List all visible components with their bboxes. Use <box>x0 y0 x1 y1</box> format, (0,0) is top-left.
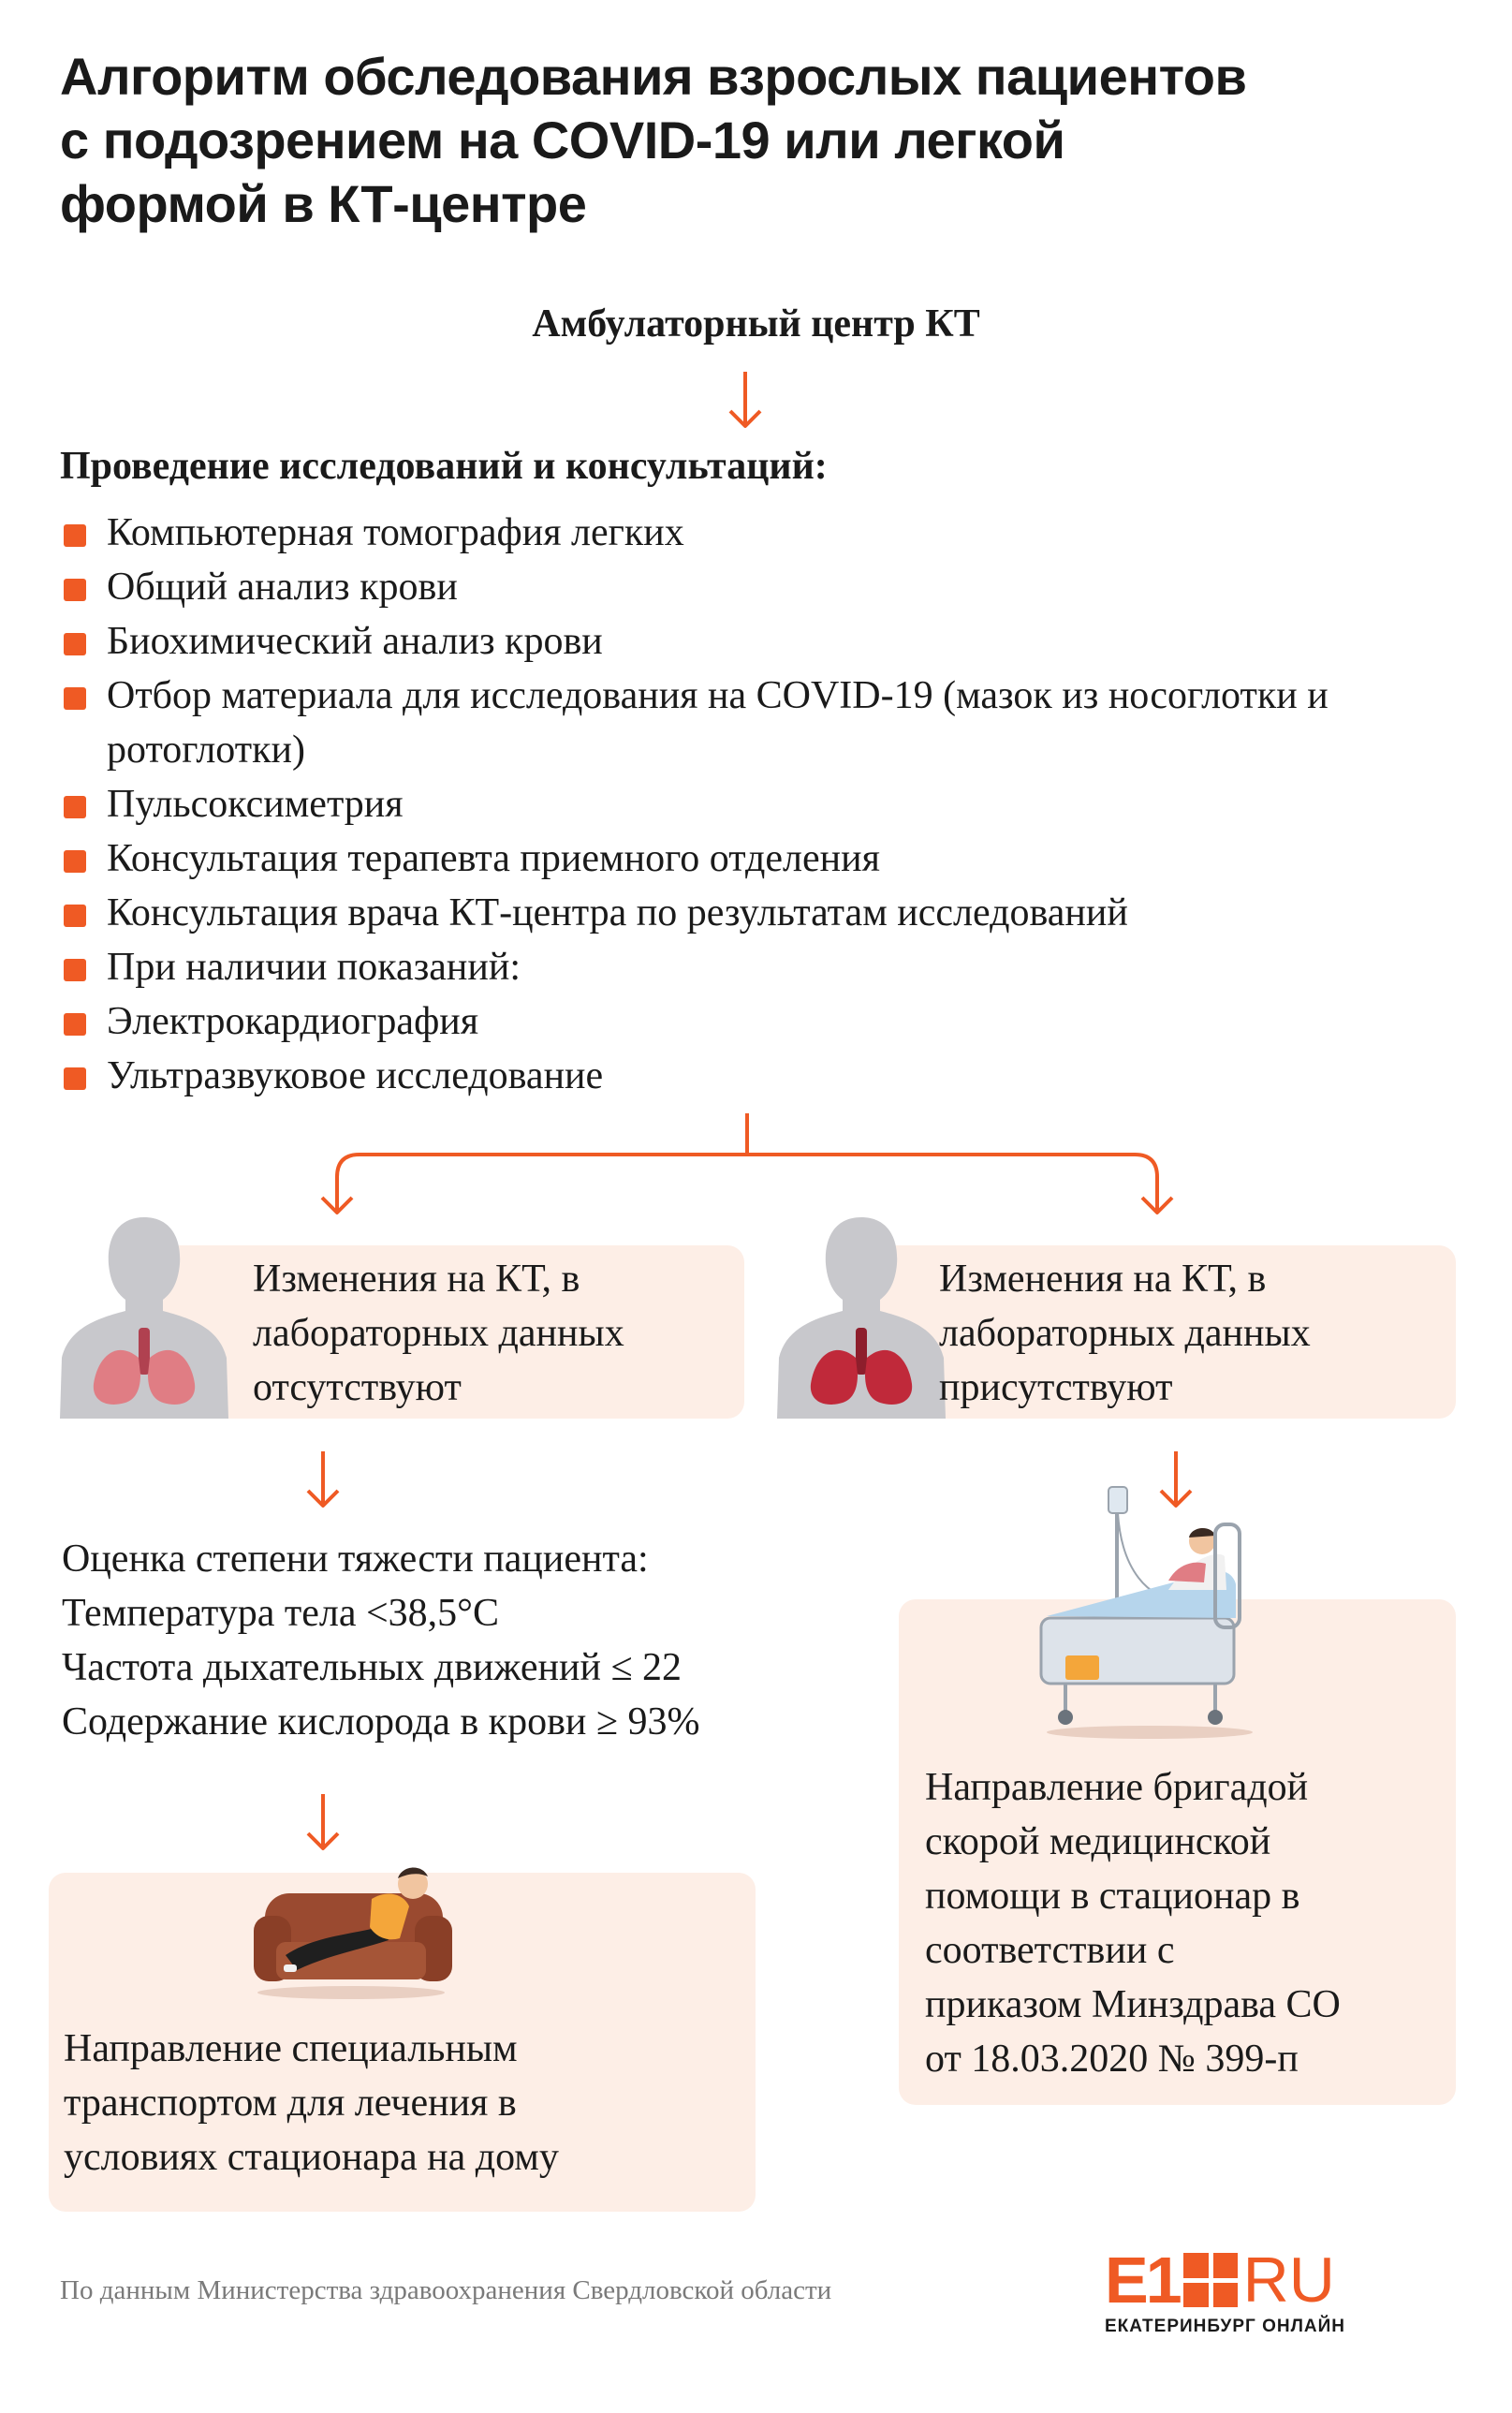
logo-subtitle: ЕКАТЕРИНБУРГ ОНЛАЙН <box>1105 2317 1346 2336</box>
bullet-icon <box>64 796 86 818</box>
assessment-criteria: Оценка степени тяжести пациента: Темпера… <box>62 1538 700 1744</box>
branch-left-text: Изменения на КТ, в лабораторных данных о… <box>253 1258 624 1409</box>
list-item: Отбор материала для исследования на COVI… <box>60 669 1399 777</box>
logo-suffix: RU <box>1242 2244 1335 2316</box>
bullet-icon <box>64 1067 86 1090</box>
branch-right-box <box>843 1245 1456 1419</box>
bullet-icon <box>64 524 86 547</box>
page-title: Алгоритм обследования взрослых пациентов… <box>60 45 1464 236</box>
title-line: Алгоритм обследования взрослых пациентов <box>60 47 1247 106</box>
title-line: формой в КТ-центре <box>60 174 587 233</box>
logo-brand: E1 <box>1105 2244 1182 2317</box>
source-footnote: По данным Министерства здравоохранения С… <box>60 2275 832 2305</box>
procedures-list: Компьютерная томография легких Общий ана… <box>60 506 1483 1103</box>
patient-on-sofa-icon <box>254 1867 452 1999</box>
arrow-down-icon <box>728 372 762 428</box>
list-item: Ультразвуковое исследование <box>60 1049 1483 1103</box>
list-item: При наличии показаний: <box>60 940 1483 994</box>
bullet-icon <box>64 633 86 655</box>
arrow-down-icon <box>306 1451 340 1508</box>
logo-square-icon <box>1182 2253 1238 2307</box>
list-item: Электрокардиография <box>60 994 1483 1049</box>
branch-connector <box>320 1113 1174 1214</box>
human-lungs-icon <box>60 1217 228 1419</box>
outcome-left-text: Направление специальным транспортом для … <box>64 2027 559 2179</box>
branch-right-text: Изменения на КТ, в лабораторных данных п… <box>939 1258 1311 1409</box>
bullet-icon <box>64 687 86 710</box>
start-node: Амбулаторный центр КТ <box>532 302 980 346</box>
bullet-icon <box>64 850 86 873</box>
e1-logo[interactable]: E1 RU ЕКАТЕРИНБУРГ ОНЛАЙН <box>1105 2244 1386 2343</box>
bullet-icon <box>64 959 86 981</box>
branch-left-box <box>150 1245 744 1419</box>
bullet-icon <box>64 579 86 601</box>
procedures-heading: Проведение исследований и консультаций: <box>60 445 828 488</box>
list-item: Общий анализ крови <box>60 560 1483 614</box>
list-item: Консультация врача КТ-центра по результа… <box>60 886 1483 940</box>
title-line: с подозрением на COVID-19 или легкой <box>60 110 1065 169</box>
list-item: Биохимический анализ крови <box>60 614 1483 669</box>
arrow-down-icon <box>1159 1451 1193 1508</box>
hospital-bed-icon <box>1039 1486 1253 1739</box>
list-item: Консультация терапевта приемного отделен… <box>60 831 1483 886</box>
list-item: Компьютерная томография легких <box>60 506 1483 560</box>
arrow-down-icon <box>306 1794 340 1850</box>
outcome-right-text: Направление бригадой скорой медицинской … <box>925 1766 1341 2081</box>
list-item: Пульсоксиметрия <box>60 777 1483 831</box>
human-lungs-icon <box>777 1217 946 1419</box>
bullet-icon <box>64 905 86 927</box>
bullet-icon <box>64 1013 86 1036</box>
